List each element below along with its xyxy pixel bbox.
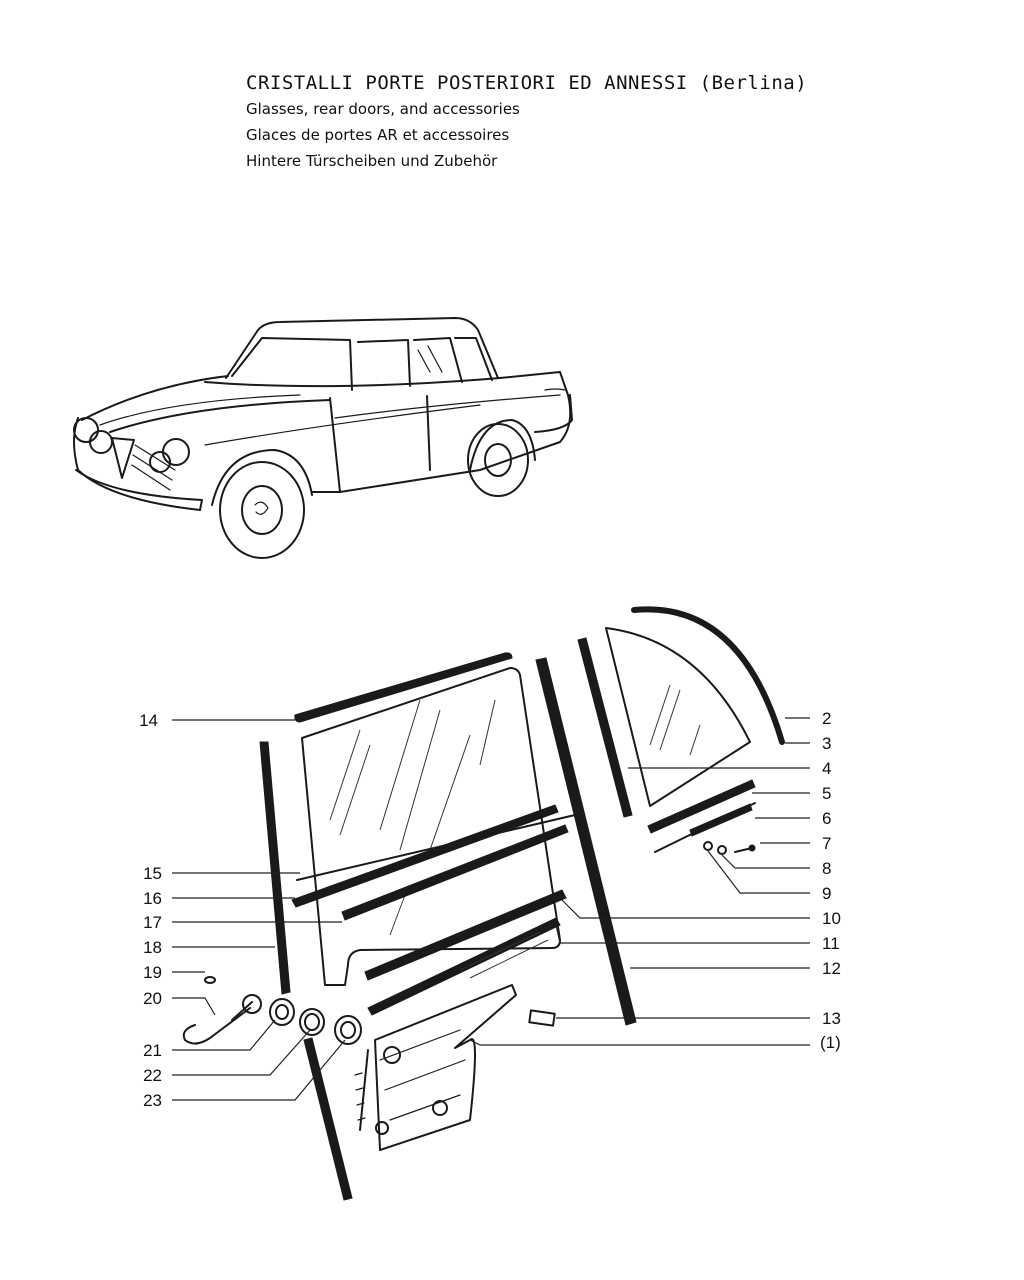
part-9-nut [703, 841, 713, 851]
part-18-run-channel [259, 741, 291, 995]
part-22-spring [299, 1008, 325, 1036]
part-20-window-crank [182, 994, 262, 1045]
part-16-channel [296, 814, 576, 881]
part-11-belt-strip [367, 917, 561, 1016]
callout-15: 15 [143, 864, 162, 883]
callout-8: 8 [822, 859, 831, 878]
part-15-channel [291, 804, 559, 908]
callout-20: 20 [143, 989, 162, 1008]
callout-17: 17 [143, 913, 162, 932]
callout-4: 4 [822, 759, 831, 778]
part-8-washer [717, 845, 727, 855]
part-13-clip [528, 1009, 556, 1027]
exploded-parts [172, 606, 810, 1201]
title-german: Hintere Türscheiben und Zubehör [246, 152, 498, 170]
quarter-glass [605, 627, 751, 807]
callout-10: 10 [822, 909, 841, 928]
callout-13: 13 [822, 1009, 841, 1028]
part-19-pin [204, 976, 216, 984]
part-23-strip [303, 1037, 353, 1201]
callout-19: 19 [143, 963, 162, 982]
callout-7: 7 [822, 834, 831, 853]
part-23-escutcheon [334, 1015, 362, 1045]
callout-6: 6 [822, 809, 831, 828]
part-10-belt-strip [364, 889, 567, 981]
part-17-channel [341, 824, 569, 921]
title-french: Glaces de portes AR et accessoires [246, 126, 510, 144]
callout-3: 3 [822, 734, 831, 753]
part-12-run-channel [535, 657, 637, 1026]
callout-1: (1) [820, 1033, 841, 1052]
callout-22: 22 [143, 1066, 162, 1085]
part-1-window-regulator [354, 984, 517, 1151]
callout-23: 23 [143, 1091, 162, 1110]
callout-9: 9 [822, 884, 831, 903]
title-italian: CRISTALLI PORTE POSTERIORI ED ANNESSI (B… [246, 72, 808, 94]
callout-16: 16 [143, 889, 162, 908]
callout-11: 11 [822, 934, 840, 953]
part-4-frame-strip [577, 637, 633, 818]
car-illustration [73, 317, 573, 559]
part-21-rosette [269, 998, 295, 1026]
callout-21: 21 [143, 1041, 162, 1060]
callout-12: 12 [822, 959, 841, 978]
part-2-3-curved-strip [631, 606, 785, 745]
part-5-strip [647, 779, 756, 834]
callout-2: 2 [822, 709, 831, 728]
callout-18: 18 [143, 938, 162, 957]
door-glass [301, 667, 561, 986]
title-english: Glasses, rear doors, and accessories [246, 100, 520, 118]
part-14-top-channel [294, 652, 513, 723]
callout-labels-right: 2 3 4 5 6 7 8 9 10 11 12 13 (1) [820, 709, 841, 1052]
callout-labels-left: 14 15 16 17 18 19 20 21 22 23 [139, 711, 162, 1110]
leader-lines [172, 717, 810, 1101]
title-block: CRISTALLI PORTE POSTERIORI ED ANNESSI (B… [246, 72, 946, 178]
callout-5: 5 [822, 784, 831, 803]
callout-14: 14 [139, 711, 158, 730]
